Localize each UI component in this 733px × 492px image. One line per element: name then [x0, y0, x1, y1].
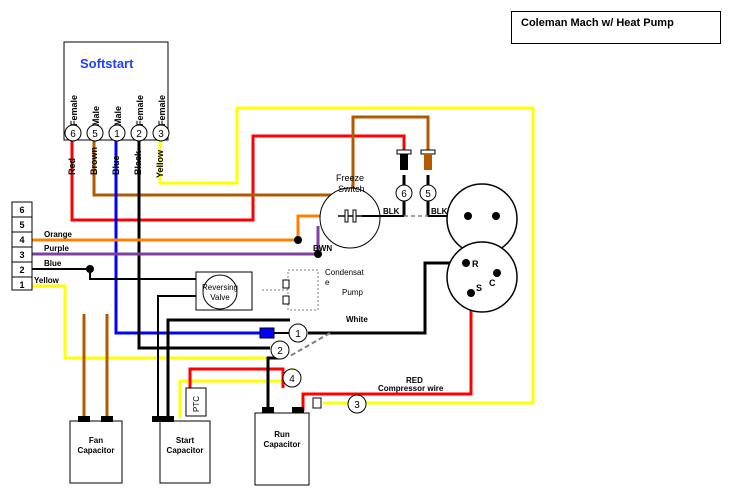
fan-capacitor: Fan Capacitor: [69, 416, 123, 484]
run-cap-label-1: Run: [274, 430, 290, 439]
label-yellow: Yellow: [34, 276, 60, 285]
pin-type-2: Female: [135, 95, 145, 126]
terminal-4: 4: [19, 235, 24, 245]
svg-text:6: 6: [401, 189, 407, 200]
terminal-r: R: [472, 259, 479, 269]
wire-label-black: Black: [133, 150, 143, 175]
terminal-1: 1: [19, 280, 24, 290]
yellow-wire-softstart: [158, 106, 535, 405]
connector-5: [419, 184, 437, 202]
softstart-module: Softstart Female Male Male Female Female…: [63, 41, 170, 178]
black-wire-softstart: [137, 139, 270, 350]
black-white-wire: [308, 261, 466, 335]
title-box: Coleman Mach w/ Heat Pump: [511, 11, 721, 44]
white-label: White: [346, 315, 368, 324]
fan-cap-label-1: Fan: [89, 436, 103, 445]
pin-2: 2: [136, 129, 142, 140]
wire-label-yellow: Yellow: [155, 149, 165, 178]
bwn-label: BWN: [313, 244, 332, 253]
svg-text:4: 4: [289, 374, 295, 385]
terminal-strip: 6 5 4 3 2 1: [11, 201, 33, 291]
svg-text:1: 1: [295, 329, 301, 340]
blk-label-right: BLK: [431, 207, 448, 216]
black-start-cap-lead: [166, 318, 290, 418]
reversing-label-1: Reversing: [202, 283, 238, 292]
red-compressor-label: RED Compressor wire: [378, 376, 444, 393]
ptc-label: PTC: [192, 396, 201, 412]
junction-purple: [314, 250, 322, 258]
freeze-label-2: Switch: [338, 184, 365, 194]
pin-1: 1: [114, 129, 120, 140]
terminal-3: 3: [19, 250, 24, 260]
blk-label-left: BLK: [383, 207, 400, 216]
softstart-pin-types: Female Male Male Female Female: [69, 95, 167, 126]
condensate-pump: Condensat e Pump: [282, 268, 364, 305]
freeze-switch: Freeze Switch BLK BLK: [319, 173, 448, 249]
freeze-plug-connectors: 6 5: [395, 149, 437, 202]
softstart-wire-labels: Red Brown Blue Black Yellow: [67, 147, 165, 178]
fan-cap-label-2: Capacitor: [78, 446, 115, 455]
terminal-s: S: [476, 283, 482, 293]
label-orange: Orange: [44, 230, 73, 239]
start-capacitor: PTC Start Capacitor: [152, 387, 211, 484]
connector-1: [288, 323, 308, 343]
junction-orange: [294, 236, 302, 244]
svg-text:2: 2: [277, 346, 283, 357]
pin-type-6: Female: [69, 95, 79, 126]
freeze-label-1: Freeze: [336, 173, 364, 183]
terminal-5: 5: [19, 220, 24, 230]
softstart-label: Softstart: [80, 56, 134, 71]
orange-wire: [32, 214, 338, 242]
brown-wire-softstart: [92, 115, 430, 197]
blue-plug: [259, 327, 275, 339]
black-run-cap-lead: [266, 356, 280, 410]
condensate-label-1: Condensat: [325, 268, 364, 277]
pin-type-5: Male: [91, 106, 101, 126]
svg-text:Compressor wire: Compressor wire: [378, 384, 444, 393]
connector-4: [282, 368, 302, 388]
run-cap-label-2: Capacitor: [264, 440, 301, 449]
condensate-label-2: e: [325, 278, 330, 287]
diagram-title: Coleman Mach w/ Heat Pump: [521, 17, 674, 29]
condensate-pump-box: [287, 269, 319, 311]
connector-3-plug: [312, 397, 322, 409]
pin-type-3: Female: [157, 95, 167, 126]
numbered-connectors: 1 2 4 3: [270, 323, 367, 414]
pin-3: 3: [158, 129, 164, 140]
pin-5: 5: [92, 129, 98, 140]
svg-text:5: 5: [425, 189, 431, 200]
compressor: R C S: [446, 183, 518, 313]
pin-type-1: Male: [113, 106, 123, 126]
reversing-label-2: Valve: [210, 293, 230, 302]
start-cap-label-1: Start: [176, 436, 195, 445]
start-cap-label-2: Capacitor: [167, 446, 204, 455]
wire-label-red: Red: [67, 158, 77, 175]
pin-6: 6: [70, 129, 76, 140]
reversing-valve: Reversing Valve: [195, 271, 253, 311]
terminal-2: 2: [19, 265, 24, 275]
wire-label-blue: Blue: [111, 155, 121, 175]
terminal-c: C: [489, 278, 496, 288]
connector-3: [347, 394, 367, 414]
black-reversing-valve-lead: [157, 295, 205, 418]
svg-text:3: 3: [354, 400, 360, 411]
connector-2: [270, 340, 290, 360]
wire-label-brown: Brown: [89, 147, 99, 175]
label-blue: Blue: [44, 259, 62, 268]
junction-blue: [86, 265, 94, 273]
terminal-6: 6: [19, 205, 24, 215]
condensate-label-3: Pump: [342, 288, 363, 297]
connector-6: [395, 184, 413, 202]
svg-text:RED: RED: [406, 376, 423, 385]
softstart-pins: 6 5 1 2 3: [64, 124, 170, 142]
terminal-wire-labels: Orange Purple Blue Yellow: [34, 230, 73, 285]
blue-wire-softstart: [114, 139, 262, 335]
run-capacitor: Run Capacitor: [254, 407, 310, 486]
red-compressor-wire: [301, 293, 473, 411]
blue-wire-terminal: [32, 268, 205, 280]
label-purple: Purple: [44, 244, 69, 253]
red-wire-softstart: [70, 134, 406, 222]
